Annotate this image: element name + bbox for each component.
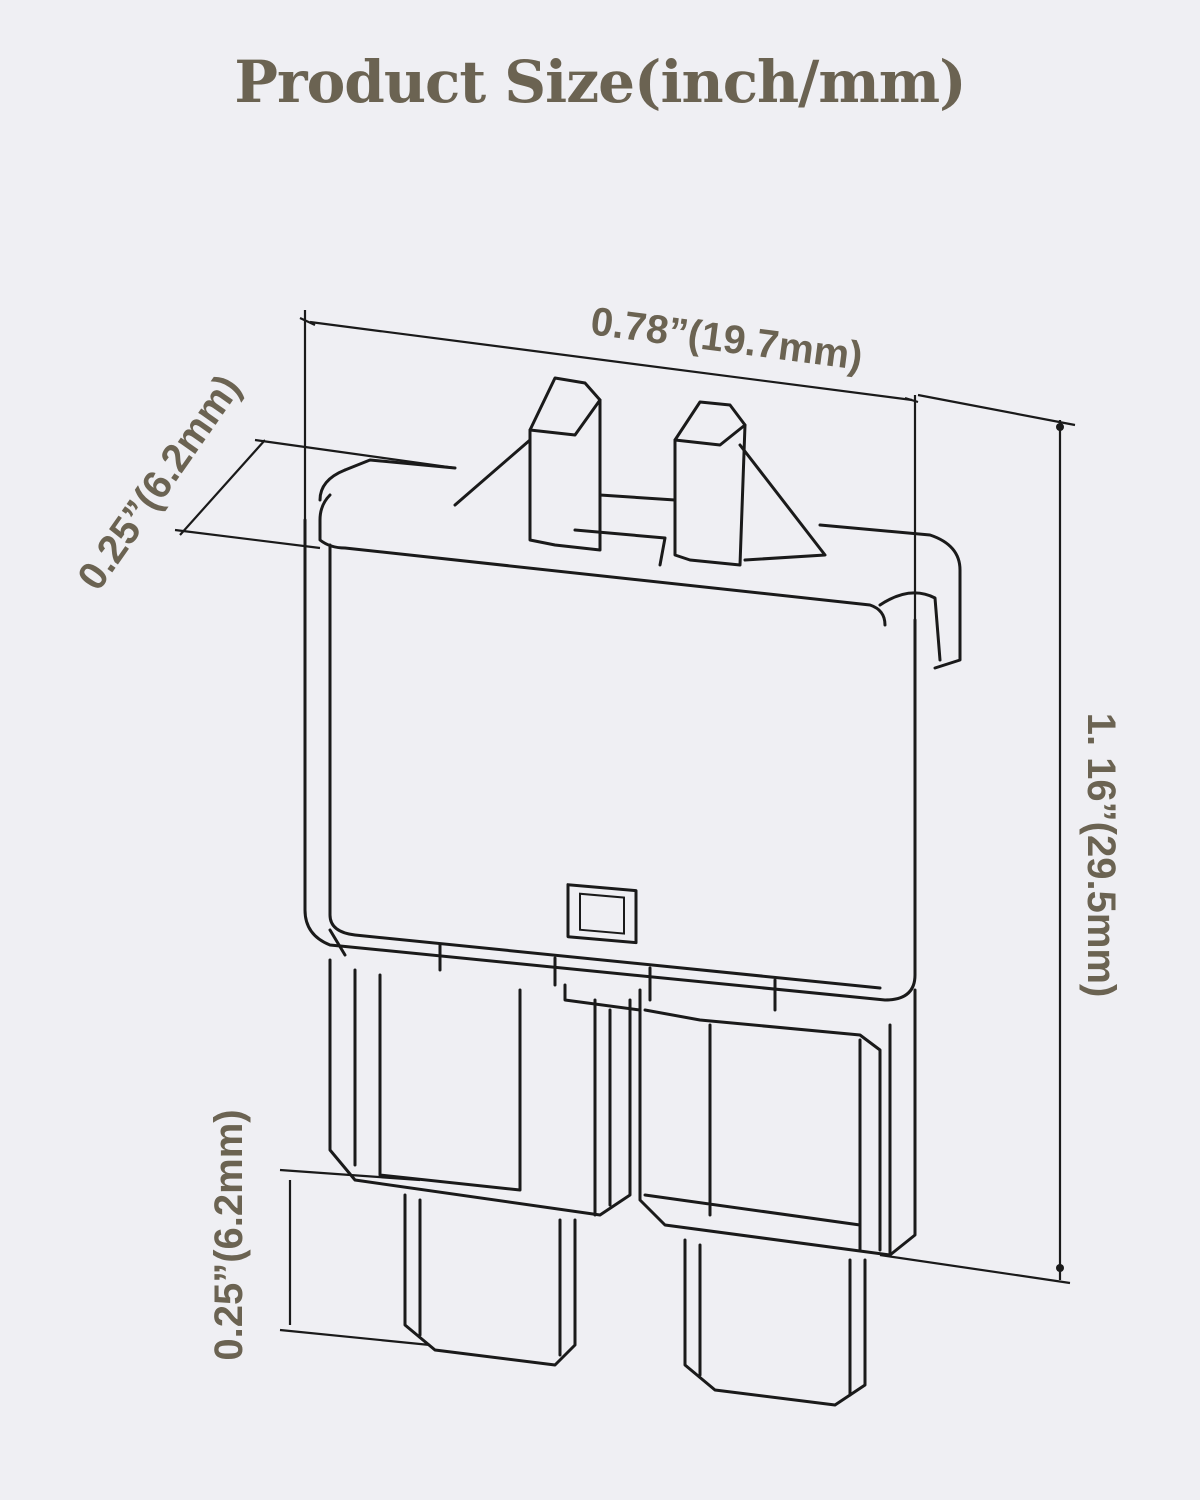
dimension-lines [174, 310, 1076, 1347]
fuse-body [303, 458, 962, 1012]
height-label: 1. 16”(29.5mm) [1079, 713, 1123, 998]
fuse-legs [328, 958, 917, 1257]
fuse-prongs [403, 1193, 867, 1407]
top-tabs [453, 376, 827, 567]
width-label: 0.78”(19.7mm) [588, 299, 865, 378]
diagram-title: Product Size(inch/mm) [234, 48, 966, 116]
depth-label: 0.25”(6.2mm) [69, 367, 249, 598]
prong-length-label: 0.25”(6.2mm) [207, 1109, 251, 1360]
